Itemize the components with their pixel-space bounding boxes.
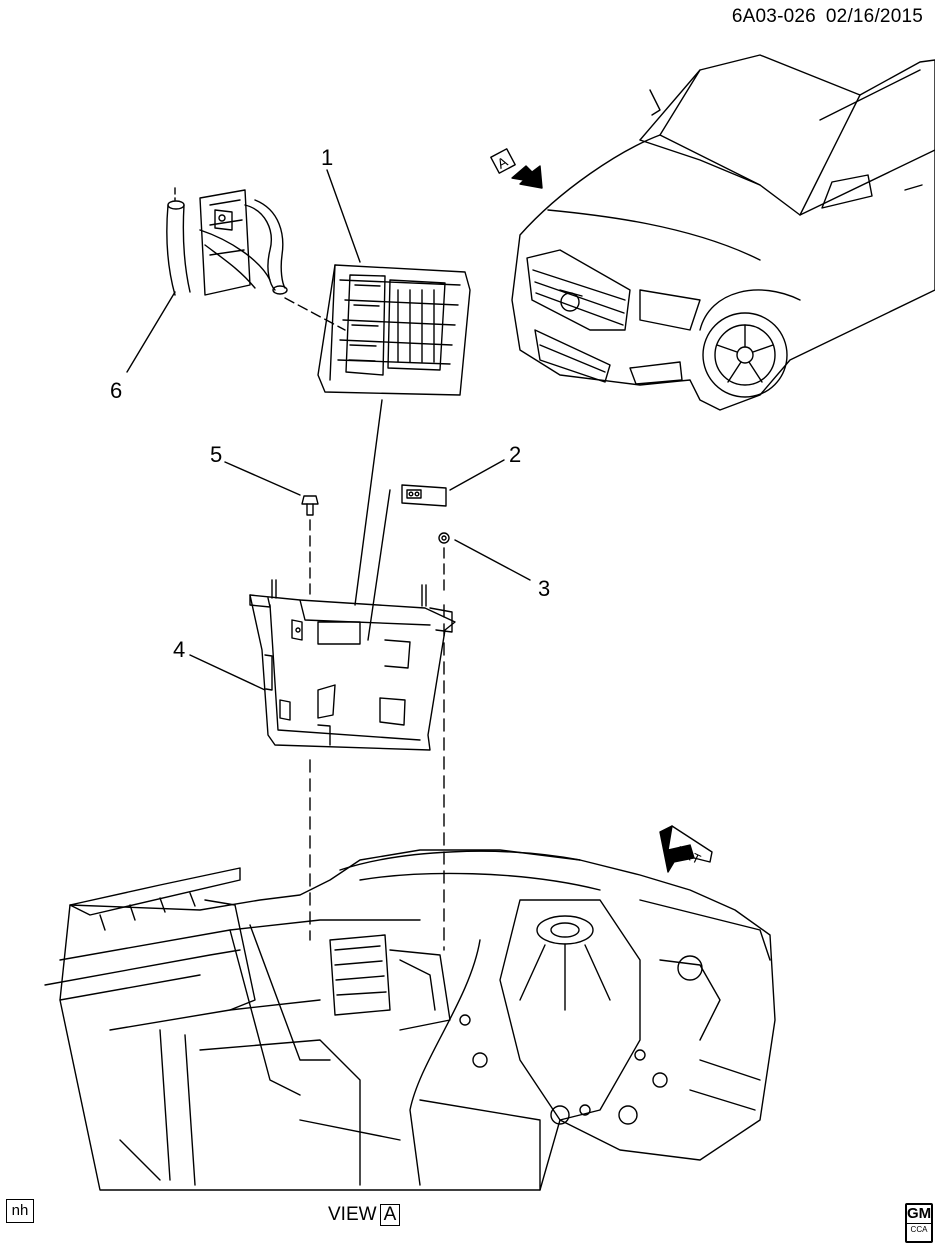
leader-6 — [126, 291, 176, 373]
front-direction-arrow: FRT — [659, 825, 713, 873]
callout-5: 5 — [210, 442, 223, 467]
front-wheel — [702, 312, 788, 398]
strut-tower — [499, 899, 641, 1121]
leader-2 — [449, 459, 505, 491]
mounting-bracket — [249, 579, 456, 751]
callout-2: 2 — [509, 442, 522, 467]
clip-guide-line — [367, 489, 391, 641]
callout-1: 1 — [321, 145, 334, 170]
view-a-arrow: A — [490, 148, 543, 189]
grille — [526, 249, 631, 331]
view-label-text: VIEW — [328, 1204, 377, 1225]
callout-3: 3 — [538, 576, 551, 601]
view-letter-box: A — [379, 1204, 401, 1226]
connector-leader — [284, 297, 346, 331]
module-guide-line — [354, 399, 383, 606]
retainer-clip — [401, 484, 447, 507]
gm-logo-subtext: CCA — [907, 1223, 931, 1235]
wiring-harness — [166, 187, 288, 296]
leader-4 — [189, 654, 266, 691]
gm-logo-text: GM — [907, 1205, 932, 1222]
module-installed — [329, 934, 391, 1016]
illustrator-initials: nh — [6, 1199, 34, 1223]
leader-3 — [454, 539, 531, 581]
leader-1 — [326, 169, 361, 263]
leader-5 — [224, 461, 301, 496]
diagram-code: 6A03-026 — [731, 6, 816, 27]
gm-logo: GM CCA — [905, 1203, 933, 1243]
vehicle-drawing — [511, 54, 935, 411]
svg-text:FRT: FRT — [674, 843, 703, 867]
fog-light — [629, 361, 683, 385]
diagram-date: 02/16/2015 — [825, 6, 923, 27]
callout-4: 4 — [173, 637, 186, 662]
callout-6: 6 — [110, 378, 123, 403]
nut — [438, 532, 450, 544]
bolt — [301, 495, 319, 516]
engine-compartment — [44, 849, 776, 1191]
diagram-header: 6A03-026 02/16/2015 — [732, 6, 923, 28]
control-module — [317, 264, 471, 396]
